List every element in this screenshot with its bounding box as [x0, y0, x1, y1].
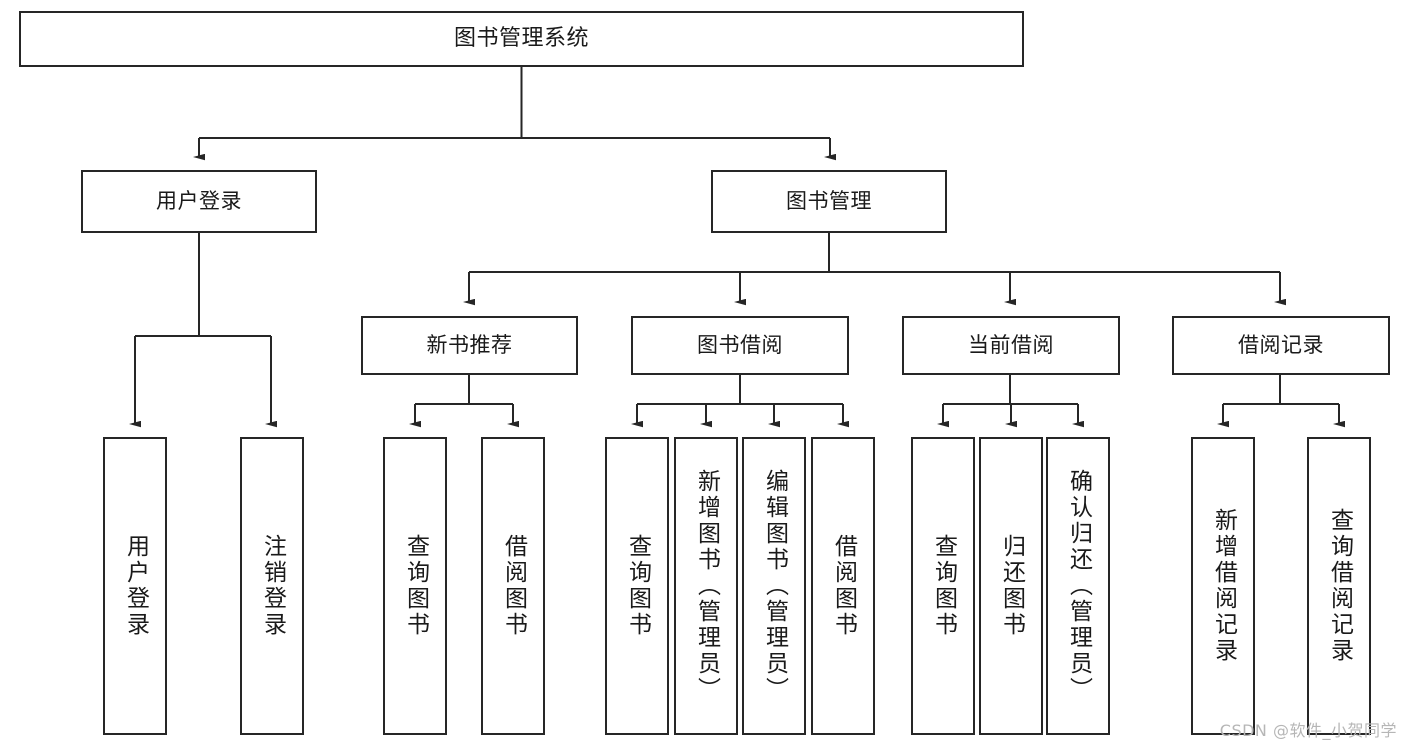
node-leaf-query-book-1-label: 查询图书: [402, 534, 429, 638]
node-leaf-edit-book-label: 编辑图书（管理员）: [761, 469, 788, 703]
node-user-login[interactable]: 用户登录: [81, 170, 317, 233]
node-leaf-add-book-label: 新增图书（管理员）: [693, 469, 720, 703]
node-borrow-record-label: 借阅记录: [1238, 333, 1324, 358]
node-leaf-query-book-3-label: 查询图书: [930, 534, 957, 638]
node-leaf-query-book-1[interactable]: 查询图书: [383, 437, 447, 735]
node-leaf-user-login-label: 用户登录: [122, 534, 149, 638]
node-leaf-user-login[interactable]: 用户登录: [103, 437, 167, 735]
node-leaf-borrow-book-1-label: 借阅图书: [500, 534, 527, 638]
node-root[interactable]: 图书管理系统: [19, 11, 1024, 67]
node-leaf-query-record[interactable]: 查询借阅记录: [1307, 437, 1371, 735]
node-leaf-query-book-2[interactable]: 查询图书: [605, 437, 669, 735]
node-borrow-record[interactable]: 借阅记录: [1172, 316, 1390, 375]
node-leaf-borrow-book-2-label: 借阅图书: [830, 534, 857, 638]
node-book-manage[interactable]: 图书管理: [711, 170, 947, 233]
node-book-borrow[interactable]: 图书借阅: [631, 316, 849, 375]
node-user-login-label: 用户登录: [156, 189, 242, 214]
node-leaf-query-book-2-label: 查询图书: [624, 534, 651, 638]
node-book-borrow-label: 图书借阅: [697, 333, 783, 358]
node-leaf-borrow-book-1[interactable]: 借阅图书: [481, 437, 545, 735]
node-leaf-user-logout[interactable]: 注销登录: [240, 437, 304, 735]
node-leaf-add-record[interactable]: 新增借阅记录: [1191, 437, 1255, 735]
node-leaf-user-logout-label: 注销登录: [259, 534, 286, 638]
node-current-borrow[interactable]: 当前借阅: [902, 316, 1120, 375]
node-book-manage-label: 图书管理: [786, 189, 872, 214]
node-leaf-confirm-return-label: 确认归还（管理员）: [1065, 469, 1092, 703]
node-root-label: 图书管理系统: [453, 26, 589, 52]
node-leaf-return-book[interactable]: 归还图书: [979, 437, 1043, 735]
node-leaf-query-book-3[interactable]: 查询图书: [911, 437, 975, 735]
node-current-borrow-label: 当前借阅: [968, 333, 1054, 358]
node-leaf-query-record-label: 查询借阅记录: [1326, 508, 1353, 664]
node-leaf-borrow-book-2[interactable]: 借阅图书: [811, 437, 875, 735]
node-new-book-recommend[interactable]: 新书推荐: [361, 316, 578, 375]
node-leaf-edit-book[interactable]: 编辑图书（管理员）: [742, 437, 806, 735]
node-new-book-recommend-label: 新书推荐: [426, 333, 513, 358]
node-leaf-return-book-label: 归还图书: [998, 534, 1025, 638]
csdn-watermark: CSDN @软件_小贺同学: [1219, 721, 1397, 740]
node-leaf-add-record-label: 新增借阅记录: [1210, 508, 1237, 664]
node-leaf-confirm-return[interactable]: 确认归还（管理员）: [1046, 437, 1110, 735]
node-leaf-add-book[interactable]: 新增图书（管理员）: [674, 437, 738, 735]
